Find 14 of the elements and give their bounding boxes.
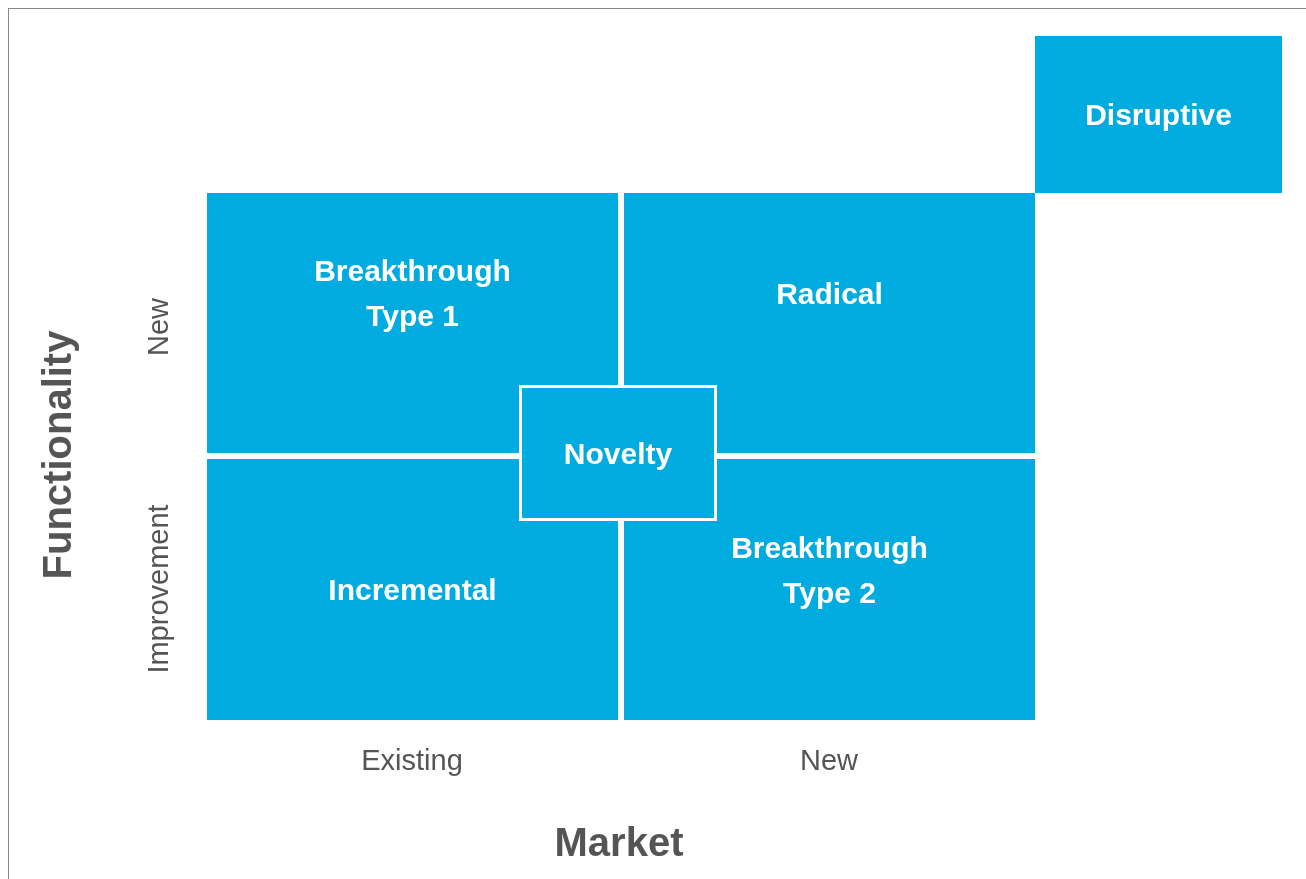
category-box (1035, 36, 1282, 193)
axis-title: Functionality (34, 330, 80, 580)
outlined-box (519, 385, 717, 521)
box-label: Incremental (328, 572, 497, 608)
box-label: Breakthrough Type 2 (730, 529, 929, 611)
axis-label: New (141, 298, 175, 356)
axis-label: New (800, 743, 858, 777)
box-label: Novelty (563, 435, 673, 472)
axis-label: Improvement (141, 504, 175, 674)
box-label: Breakthrough Type 1 (313, 253, 512, 334)
axis-label: Existing (361, 743, 463, 777)
box-label: Disruptive (1085, 97, 1232, 133)
box-label: Radical (776, 275, 883, 312)
axis-title: Market (554, 819, 684, 865)
